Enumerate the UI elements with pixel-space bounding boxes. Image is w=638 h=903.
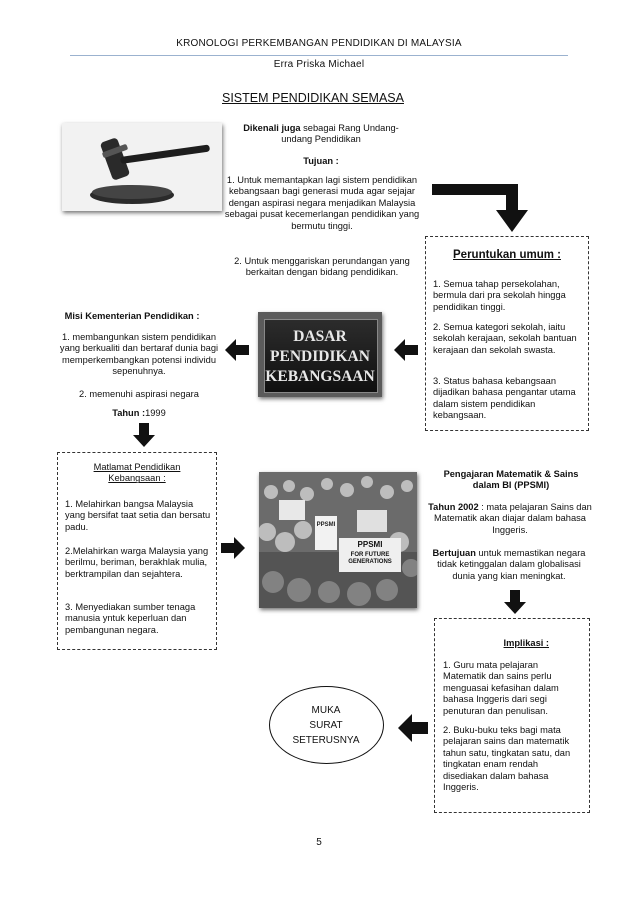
next-page-line-1: MUKA — [311, 705, 341, 716]
matlamat-box: Matlamat Pendidikan Kebangsaan : 1. Mela… — [57, 452, 217, 650]
next-page-oval[interactable]: MUKA SURAT SETERUSNYA — [269, 686, 384, 764]
arrow-down-to-implikasi — [504, 590, 526, 614]
matlamat-item-2: 2.Melahirkan warga Malaysia yang berilmu… — [65, 546, 209, 579]
dasar-line-1: DASAR — [293, 328, 347, 345]
misi-item-2: 2. memenuhi aspirasi negara — [79, 389, 199, 399]
ppsmi-tujuan-bold: Bertujuan — [432, 548, 476, 558]
misi-tahun-value: 1999 — [145, 408, 166, 418]
peruntukan-title: Peruntukan umum : — [453, 249, 561, 261]
intro-lead-rest: sebagai Rang Undang-undang Pendidikan — [281, 123, 399, 145]
next-page-line-3: SETERUSNYA — [292, 735, 360, 746]
section-title: SISTEM PENDIDIKAN SEMASA — [222, 91, 404, 105]
ppsmi-tahun-rest: : mata pelajaran Sains dan Matematik aka… — [434, 502, 592, 535]
peruntukan-box: Peruntukan umum : 1. Semua tahap perseko… — [425, 236, 589, 431]
next-page-line-2: SURAT — [309, 720, 343, 731]
peruntukan-item-1: 1. Semua tahap persekolahan, bermula dar… — [433, 279, 566, 312]
tujuan-label: Tujuan : — [303, 156, 339, 166]
ppsmi-tahun: Tahun 2002 : mata pelajaran Sains dan Ma… — [428, 502, 592, 536]
matlamat-item-3: 3. Menyediakan sumber tenaga manusia ynt… — [65, 602, 196, 635]
protest-sign-future: FOR FUTURE GENERATIONS — [348, 552, 392, 565]
ppsmi-tujuan-rest: untuk memastikan negara tidak ketinggala… — [437, 548, 586, 581]
implikasi-item-2: 2. Buku-buku teks bagi mata pelajaran sa… — [443, 725, 571, 793]
misi-item-1: 1. membangunkan sistem pendidikan yang b… — [59, 332, 219, 377]
ppsmi-title: Pengajaran Matematik & Sains dalam BI (P… — [443, 469, 579, 491]
elbow-arrow-down — [432, 180, 544, 236]
arrow-left-to-next-page — [398, 713, 428, 743]
dasar-sign-text: DASAR PENDIDIKAN KEBANGSAAN — [258, 327, 382, 387]
tujuan-point-2: 2. Untuk menggariskan perundangan yang b… — [234, 256, 410, 278]
arrow-left-to-dasar — [394, 338, 418, 362]
dasar-sign-board — [264, 319, 378, 393]
dasar-line-3: KEBANGSAAN — [265, 368, 375, 385]
intro-lead-bold: Dikenali juga — [243, 123, 301, 133]
implikasi-box: Implikasi : 1. Guru mata pelajaran Matem… — [434, 618, 590, 813]
ppsmi-tahun-bold: Tahun 2002 — [428, 502, 479, 512]
misi-tahun-label: Tahun : — [112, 408, 146, 418]
document-author: Erra Priska Michael — [273, 59, 365, 70]
matlamat-title: Matlamat Pendidikan Kebangsaan : — [93, 462, 181, 484]
gavel-image — [62, 123, 222, 211]
arrow-down-to-matlamat — [133, 423, 155, 447]
header-divider — [70, 55, 568, 56]
misi-title: Misi Kementerian Pendidikan : — [64, 311, 200, 321]
dasar-pendidikan-image: DASAR PENDIDIKAN KEBANGSAAN — [258, 312, 382, 397]
arrow-right-to-ppsmi — [221, 536, 245, 560]
ppsmi-tujuan: Bertujuan untuk memastikan negara tidak … — [426, 548, 592, 582]
intro-lead: Dikenali juga sebagai Rang Undang-undang… — [232, 123, 410, 146]
peruntukan-item-3: 3. Status bahasa kebangsaan dijadikan ba… — [433, 376, 576, 421]
misi-tahun: Tahun :1999 — [56, 408, 222, 419]
page-number: 5 — [316, 837, 322, 848]
protest-sign-ppsmi: PPSMI — [357, 540, 383, 549]
document-header-title: KRONOLOGI PERKEMBANGAN PENDIDIKAN DI MAL… — [176, 38, 462, 49]
arrow-left-to-misi — [225, 338, 249, 362]
next-page-text: MUKA SURAT SETERUSNYA — [270, 703, 382, 748]
peruntukan-item-2: 2. Semua kategori sekolah, iaitu sekolah… — [433, 322, 577, 355]
tujuan-point-1: 1. Untuk memantapkan lagi sistem pendidi… — [224, 175, 420, 231]
ppsmi-protest-image: PPSMI PPSMI FOR FUTURE GENERATIONS — [259, 472, 417, 608]
dasar-line-2: PENDIDIKAN — [270, 348, 370, 365]
matlamat-item-1: 1. Melahirkan bangsa Malaysia yang bersi… — [65, 499, 211, 532]
implikasi-title: Implikasi : — [503, 638, 549, 648]
implikasi-item-1: 1. Guru mata pelajaran Matematik dan sai… — [443, 660, 559, 716]
protest-sign-small: PPSMI — [316, 522, 336, 528]
